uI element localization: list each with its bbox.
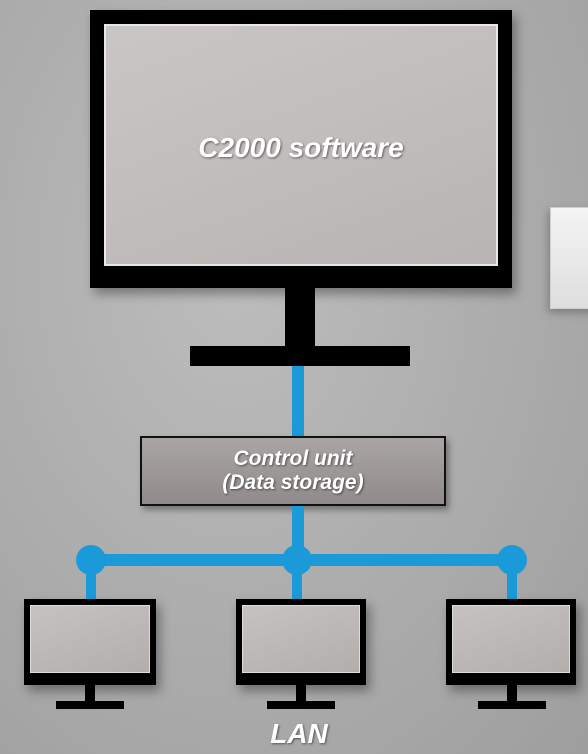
- control-unit-box: Control unit (Data storage): [140, 436, 446, 506]
- cable-drop-left: [86, 566, 96, 602]
- client-monitor-left-base: [56, 701, 124, 709]
- main-monitor-neck: [285, 288, 315, 348]
- main-monitor-label: C2000 software: [198, 132, 404, 163]
- side-panel-box: [550, 207, 588, 309]
- control-unit-subtitle: (Data storage): [222, 471, 364, 494]
- client-monitor-center: [236, 599, 366, 685]
- client-monitor-left-screen: [30, 605, 150, 673]
- client-monitor-right: [446, 599, 576, 685]
- cable-monitor-to-control: [292, 366, 304, 438]
- client-monitor-right-neck: [507, 685, 517, 703]
- client-monitor-right-base: [478, 701, 546, 709]
- client-monitor-center-screen: [242, 605, 360, 673]
- lan-label: LAN: [270, 718, 328, 749]
- main-monitor-base: [190, 346, 410, 366]
- client-monitor-center-neck: [296, 685, 306, 703]
- client-monitor-center-base: [267, 701, 335, 709]
- client-monitor-right-screen: [452, 605, 570, 673]
- cable-drop-right: [507, 566, 517, 602]
- client-monitor-left-neck: [85, 685, 95, 703]
- main-monitor-screen: C2000 software: [104, 24, 498, 266]
- cable-drop-center: [292, 566, 302, 602]
- main-monitor: C2000 software: [90, 10, 512, 288]
- client-monitor-left: [24, 599, 156, 685]
- control-unit-title: Control unit: [233, 447, 353, 470]
